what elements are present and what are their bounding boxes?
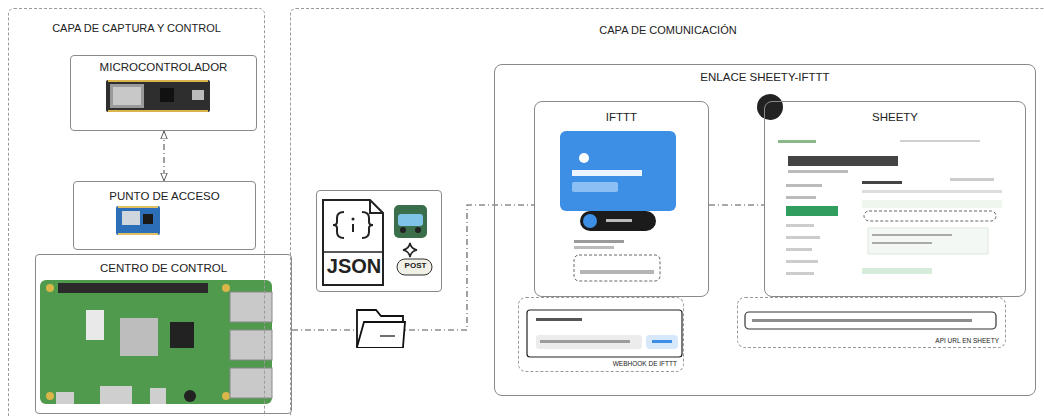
box-label: POST [398, 261, 433, 270]
ifttt-screenshot [560, 131, 676, 281]
box-title: ENLACE SHEETY-IFTTT [495, 71, 1035, 84]
access-point-board [116, 206, 160, 235]
component-box: API URL EN SHEETY [737, 297, 1006, 348]
component-box: ENLACE SHEETY-IFTTT IFTTT SHEETY WEBHOOK DE… [494, 64, 1036, 396]
box-title: MICROCONTROLADOR [71, 61, 256, 74]
component-box: WEBHOOK DE IFTTT [518, 297, 684, 372]
folder-icon [357, 310, 405, 347]
box-title: CAPA DE COMUNICACIÓN [291, 24, 1044, 37]
component-box: MICROCONTROLADOR [70, 55, 257, 131]
api-url-field [745, 312, 996, 329]
box-title: SHEETY [765, 111, 1025, 124]
raspberry-pi-board [40, 280, 272, 404]
component-box: JSON POST [316, 190, 442, 292]
component-box: CENTRO DE CONTROL [35, 254, 292, 414]
flow-connector [163, 131, 164, 181]
webhook-card [527, 310, 682, 357]
box-title: JSON [325, 255, 383, 278]
box-title: CENTRO DE CONTROL [36, 262, 291, 275]
box-title: API URL EN SHEETY [935, 337, 999, 344]
flow-connector [709, 204, 764, 205]
box-title: IFTTT [535, 111, 708, 124]
box-title: CAPA DE CAPTURA Y CONTROL [9, 22, 264, 35]
microcontroller-board [106, 80, 210, 112]
layer-region: CAPA DE COMUNICACIÓN JSON POST ENLACE SHEET… [290, 8, 1044, 416]
layer-region: CAPA DE CAPTURA Y CONTROL MICROCONTROLADO… [8, 8, 265, 416]
component-box: PUNTO DE ACCESO [73, 181, 256, 250]
app-icon [394, 205, 432, 275]
box-title: PUNTO DE ACCESO [74, 190, 255, 203]
component-box: IFTTT [534, 101, 709, 297]
json-icon [323, 200, 383, 285]
box-title: WEBHOOK DE IFTTT [613, 360, 677, 367]
component-box: SHEETY [764, 101, 1026, 297]
